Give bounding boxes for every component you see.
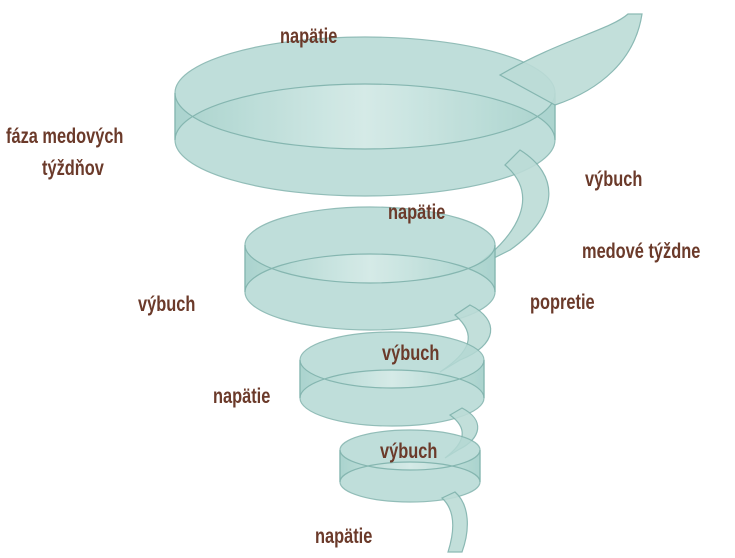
label-top-tension: napätie xyxy=(280,24,337,50)
label-honeymoon-phase-line1: fáza medových xyxy=(6,124,123,150)
label-tension-left: napätie xyxy=(213,384,270,410)
label-explosion-third: výbuch xyxy=(382,341,439,367)
label-denial: popretie xyxy=(530,290,595,316)
spiral-ring-1 xyxy=(175,14,642,196)
label-tension-second: napätie xyxy=(388,200,445,226)
label-explosion-left: výbuch xyxy=(138,292,195,318)
spiral-ring-2 xyxy=(245,207,495,330)
spiral-tail xyxy=(442,492,467,552)
label-explosion-fourth: výbuch xyxy=(380,439,437,465)
label-tension-bottom: napätie xyxy=(315,524,372,550)
label-honeymoon-weeks: medové týždne xyxy=(582,239,700,265)
label-honeymoon-phase-line2: týždňov xyxy=(42,156,104,182)
label-explosion-right: výbuch xyxy=(585,167,642,193)
